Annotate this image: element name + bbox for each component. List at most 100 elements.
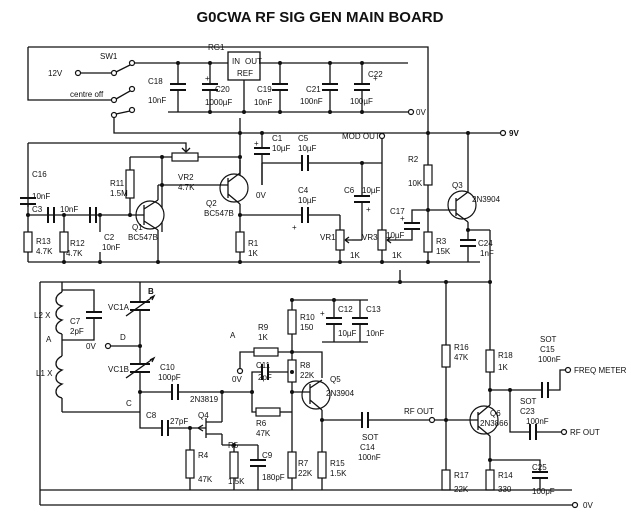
label-c13: C13 xyxy=(366,305,381,314)
label-r7-value: 22K xyxy=(298,469,313,478)
label-rg1-out: OUT xyxy=(245,57,262,66)
label-c15-value: 100nF xyxy=(538,355,561,364)
rf-section: + xyxy=(39,230,579,509)
label-r12-value: 4.7K xyxy=(66,249,83,258)
label-node-d: D xyxy=(120,333,126,342)
label-r5-value: 1.5K xyxy=(228,477,245,486)
label-0v-q5: 0V xyxy=(232,375,242,384)
terminal-0v-supply xyxy=(407,108,415,116)
svg-text:+: + xyxy=(254,139,259,148)
label-c15: C15 xyxy=(540,345,555,354)
label-rf-out-2: RF OUT xyxy=(570,428,600,437)
resistor-r14 xyxy=(485,469,495,491)
label-c25-value: 100pF xyxy=(532,487,555,496)
label-sw1: SW1 xyxy=(100,52,118,61)
capacitor-c25 xyxy=(532,471,548,479)
label-vc1b: VC1B xyxy=(108,365,129,374)
terminal-9v xyxy=(499,129,507,137)
capacitor-c5 xyxy=(301,155,309,171)
label-r6-value: 47K xyxy=(256,429,271,438)
svg-text:+: + xyxy=(320,309,325,318)
label-c8: C8 xyxy=(146,411,157,420)
resistor-r4 xyxy=(185,449,195,490)
label-vr1: VR1 xyxy=(320,233,336,242)
label-q1: Q1 xyxy=(132,223,143,232)
label-r4: R4 xyxy=(198,451,209,460)
label-c21-value: 100nF xyxy=(300,97,323,106)
label-c2-value: 10nF xyxy=(102,243,120,252)
regulator-rg1 xyxy=(227,51,261,81)
svg-text:+: + xyxy=(205,74,210,83)
label-r17-value: 22K xyxy=(454,485,469,494)
label-c11-value: 2pF xyxy=(258,373,272,382)
transistor-q6 xyxy=(469,404,499,470)
label-r15-value: 1.5K xyxy=(330,469,347,478)
label-q2-value: BC547B xyxy=(204,209,234,218)
transistor-q2 xyxy=(219,160,249,210)
label-r3: R3 xyxy=(436,237,447,246)
label-r2: R2 xyxy=(408,155,419,164)
terminal-rf-out-1 xyxy=(428,416,436,424)
label-c17: C17 xyxy=(390,207,405,216)
capacitor-c24 xyxy=(460,230,476,262)
capacitor-c4: + xyxy=(292,207,309,232)
label-r1-value: 1K xyxy=(248,249,258,258)
resistor-r2 xyxy=(423,164,433,232)
label-freq-meter: FREQ METER xyxy=(574,366,627,375)
label-r4-value: 47K xyxy=(198,475,213,484)
label-rg1-ref: REF xyxy=(237,69,253,78)
capacitor-c6: + xyxy=(354,163,371,240)
label-c18-value: 10nF xyxy=(148,96,166,105)
terminal-12v xyxy=(74,69,82,77)
label-mod-out: MOD OUT xyxy=(342,132,380,141)
label-rg1-in: IN xyxy=(232,57,240,66)
label-c12-value: 10µF xyxy=(338,329,357,338)
label-r10: R10 xyxy=(300,313,315,322)
capacitor-c14 xyxy=(361,412,369,428)
terminal-mod-out xyxy=(378,132,386,140)
label-q4: Q4 xyxy=(198,411,209,420)
label-c17-value: 10µF xyxy=(386,231,405,240)
label-vr2: VR2 xyxy=(178,173,194,182)
label-q3: Q3 xyxy=(452,181,463,190)
label-c4: C4 xyxy=(298,186,309,195)
label-c5: C5 xyxy=(298,134,309,143)
label-r8-value: 22K xyxy=(300,371,315,380)
label-c7-value: 2pF xyxy=(70,327,84,336)
label-r7: R7 xyxy=(298,459,309,468)
label-c23: C23 xyxy=(520,407,535,416)
label-r17: R17 xyxy=(454,471,469,480)
label-q5: Q5 xyxy=(330,375,341,384)
label-rg1: RG1 xyxy=(208,43,225,52)
label-r1: R1 xyxy=(248,239,259,248)
label-c10-value: 100pF xyxy=(158,373,181,382)
transistor-q5 xyxy=(292,379,331,420)
label-rf-out-1: RF OUT xyxy=(404,407,434,416)
capacitor-c3 xyxy=(47,207,55,223)
capacitor-c22: + xyxy=(354,63,378,112)
switch-sw1 xyxy=(110,59,136,119)
label-c2: C2 xyxy=(104,233,115,242)
label-node-b: B xyxy=(148,287,154,296)
label-c19-value: 10nF xyxy=(254,98,272,107)
label-c8-value: 27pF xyxy=(170,417,188,426)
svg-text:+: + xyxy=(373,74,378,83)
label-q3-value: 2N3904 xyxy=(472,195,501,204)
label-r9: R9 xyxy=(258,323,269,332)
label-c24-value: 1nF xyxy=(480,249,494,258)
label-vr3-value: 1K xyxy=(392,251,402,260)
label-r9-value: 1K xyxy=(258,333,268,342)
schematic-title: G0CWA RF SIG GEN MAIN BOARD xyxy=(197,9,444,26)
supply-9v-rail xyxy=(426,129,507,192)
label-c19: C19 xyxy=(257,85,272,94)
label-r3-value: 15K xyxy=(436,247,451,256)
label-c9: C9 xyxy=(262,451,273,460)
label-c5-value: 10µF xyxy=(298,144,317,153)
label-c14-value: 100nF xyxy=(358,453,381,462)
label-c16-value: 10nF xyxy=(32,192,50,201)
capacitor-c8 xyxy=(161,420,169,436)
capacitor-c21 xyxy=(322,63,338,112)
resistor-r17 xyxy=(441,469,451,491)
label-c3: C3 xyxy=(32,205,43,214)
label-c24: C24 xyxy=(478,239,493,248)
